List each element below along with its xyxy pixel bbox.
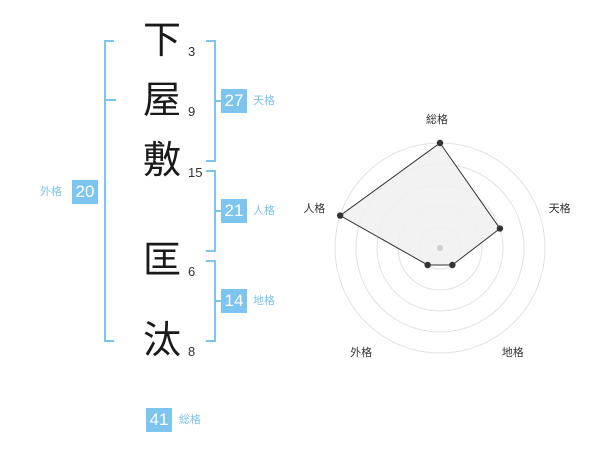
gaikaku-bracket: [104, 40, 114, 342]
chikaku-bracket: [206, 260, 216, 342]
radar-point-地格: [449, 261, 456, 269]
jinkaku-connector: [216, 210, 222, 212]
stroke-count-3: 15: [188, 165, 203, 180]
gaikaku-score-badge: 20: [72, 180, 98, 204]
chikaku-score-badge: 14: [221, 289, 247, 313]
jinkaku-score-badge: 21: [221, 199, 247, 223]
jinkaku-label: 人格: [253, 204, 275, 217]
radar-point-天格: [496, 225, 504, 232]
soukaku-score-badge: 41: [146, 408, 172, 432]
tenkaku-connector: [216, 100, 222, 102]
stroke-count-2: 9: [188, 104, 196, 119]
gaikaku-bracket-tick: [106, 99, 116, 101]
radar-polygon-group: [339, 142, 501, 266]
soukaku-label: 総格: [179, 413, 201, 426]
radar-point-人格: [336, 212, 344, 219]
radar-points: [336, 139, 504, 269]
chikaku-label: 地格: [253, 294, 275, 307]
kanji-char-2: 屋: [142, 78, 181, 122]
radar-axis-label: 総格: [426, 113, 448, 126]
kanji-char-4: 匡: [142, 238, 181, 282]
radar-axis-label: 天格: [548, 202, 571, 216]
gaikaku-label: 外格: [40, 185, 62, 198]
radar-point-外格: [424, 261, 431, 269]
radar-axis-label: 地格: [501, 346, 524, 360]
stroke-count-4: 6: [188, 264, 196, 279]
tenkaku-label: 天格: [253, 94, 275, 107]
kanji-char-5: 汰: [142, 318, 181, 362]
radar-axis-label: 外格: [350, 346, 373, 360]
stroke-count-5: 8: [188, 344, 196, 359]
kanji-char-1: 下: [142, 18, 181, 62]
stroke-count-1: 3: [188, 44, 196, 59]
tenkaku-score-badge: 27: [221, 89, 247, 113]
jinkaku-bracket: [206, 170, 216, 252]
kanji-char-3: 敷: [142, 138, 181, 182]
radar-axis-label: 人格: [303, 202, 326, 216]
tenkaku-bracket: [206, 40, 216, 162]
radar-center-dot: [437, 245, 443, 251]
chikaku-connector: [216, 300, 222, 302]
radar-point-総格: [436, 139, 444, 147]
radar-data-polygon: [339, 142, 501, 266]
